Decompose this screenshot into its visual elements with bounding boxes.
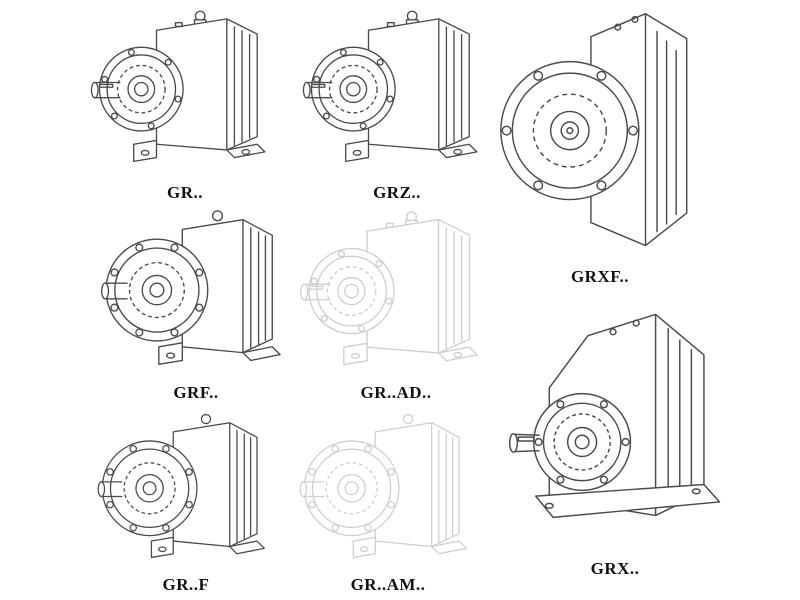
figure-gr: GR.. (86, 4, 284, 203)
figure-grxf: GRXF.. (494, 2, 706, 287)
gearbox-drawing-gr-am (299, 413, 467, 559)
gearbox-drawing-grf (100, 210, 281, 366)
figure-gr-am: GR..AM.. (288, 410, 488, 595)
label-gr-ad: GR..AD.. (360, 383, 432, 402)
figure-gr-f: GR..F (84, 410, 288, 595)
gearbox-drawing-grz (302, 10, 478, 163)
label-gr-am: GR..AM.. (350, 575, 426, 594)
figure-gr-ad: GR..AD.. (294, 208, 498, 403)
label-grxf: GRXF.. (570, 267, 630, 286)
gearbox-drawing-gr (90, 10, 266, 163)
label-gr: GR.. (167, 183, 203, 202)
label-grx: GRX.. (590, 559, 640, 578)
gearbox-drawing-gr-f (97, 413, 265, 559)
gearbox-drawing-grx (508, 313, 721, 519)
figure-grf: GRF.. (96, 206, 296, 403)
gearbox-drawing-gr-ad (300, 211, 478, 366)
gearbox-drawing-grxf (500, 12, 688, 247)
figure-grz: GRZ.. (298, 4, 496, 203)
label-grz: GRZ.. (373, 183, 421, 202)
label-grf: GRF.. (173, 383, 219, 402)
label-gr-f: GR..F (162, 575, 210, 594)
figure-grx: GRX.. (496, 298, 734, 579)
